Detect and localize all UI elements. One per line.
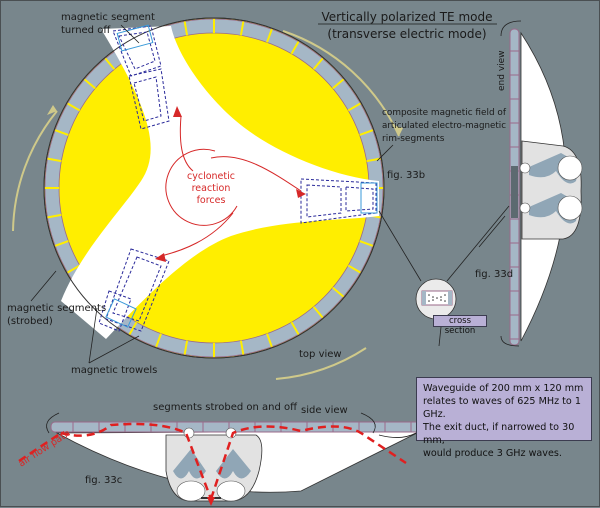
segment-right-highlight <box>360 182 378 214</box>
segment-bottom-highlight <box>105 298 137 328</box>
cyclonetic-force-curves <box>160 115 302 257</box>
cyclonetic-label-1: cyclonetic <box>187 171 235 182</box>
rim-divider <box>54 240 69 247</box>
rotation-arrow-left <box>12 110 58 232</box>
end-view-craft <box>478 20 583 347</box>
air-flow-path <box>18 422 407 500</box>
leader-composite <box>376 144 394 162</box>
rim-divider <box>183 340 189 355</box>
rim-divider <box>47 213 62 219</box>
rim-divider <box>47 157 62 163</box>
figure-33b: fig. 33b <box>387 170 425 181</box>
label-strobed-1: magnetic segments <box>7 303 106 314</box>
leader-trowel-2 <box>88 335 140 364</box>
rim-divider <box>83 78 96 90</box>
rotation-arrowhead-top <box>393 125 403 136</box>
info-line-2: relates to waves of 625 MHz to 1 GHz. <box>423 396 581 420</box>
cyclonetic-label-2: reaction <box>192 183 231 194</box>
rim-divider <box>290 41 300 55</box>
magnetic-field-bottom <box>98 248 170 332</box>
title-main: Vertically polarized TE mode <box>322 10 493 24</box>
info-line-3: The exit duct, if narrowed to 30 mm, <box>423 422 575 446</box>
label-segments-strobed: segments strobed on and off <box>153 402 298 413</box>
leader-trowel-1 <box>88 307 98 364</box>
info-line-4: would produce 3 GHz waves. <box>423 448 562 459</box>
cross-section-detail <box>378 205 510 347</box>
force-arrow-right <box>296 189 306 198</box>
segment-off-highlight <box>116 24 154 52</box>
label-composite-3: rim-segments <box>382 134 445 144</box>
label-end-view: end view <box>497 50 507 91</box>
air-flow-arrow <box>207 497 215 506</box>
rim-divider <box>290 321 300 335</box>
waveguide-info-box: Waveguide of 200 mm x 120 mm relates to … <box>416 377 592 459</box>
rim-divider <box>183 21 189 36</box>
rim-divider <box>128 321 138 335</box>
rim-divider <box>347 264 361 274</box>
info-line-1: Waveguide of 200 mm x 120 mm <box>423 383 584 394</box>
rim-divider <box>332 286 345 298</box>
side-view-craft <box>46 412 422 502</box>
rim-divider <box>155 333 162 348</box>
rim-divider <box>359 129 374 136</box>
leader-strobed <box>30 270 57 302</box>
cyclonetic-label-3: forces <box>197 195 226 206</box>
rim-divider <box>54 129 69 136</box>
label-composite-1: composite magnetic field of <box>382 108 507 118</box>
label-top-view: top view <box>299 349 342 360</box>
rim-divider <box>67 264 81 274</box>
top-view-disc: cyclonetic reaction forces <box>43 17 385 359</box>
rim-divider <box>104 57 116 70</box>
label-composite-2: articulated electro-magnetic <box>382 121 506 131</box>
label-side-view: side view <box>301 405 348 416</box>
rim-divider <box>67 102 81 112</box>
leader-segment-off <box>120 24 140 44</box>
rim-divider <box>332 78 345 90</box>
force-arrow-down <box>155 253 166 262</box>
label-segment-off-1: magnetic segment <box>61 12 155 23</box>
rim-divider <box>312 57 324 70</box>
force-arrow-up <box>173 106 182 117</box>
rim-divider <box>266 333 273 348</box>
cross-section-label: cross section <box>433 315 487 336</box>
label-strobed-2: (strobed) <box>7 316 53 327</box>
white-tri-region <box>61 26 379 339</box>
rim-divider <box>239 340 245 355</box>
title-sub: (transverse electric mode) <box>327 27 486 41</box>
rim-divider <box>359 240 374 247</box>
rotation-arrow-top <box>282 30 400 137</box>
label-air-flow: air flow path <box>17 428 73 470</box>
rim-divider <box>312 306 324 319</box>
rotation-arrowhead-left <box>47 105 57 115</box>
rim-divider <box>266 28 273 43</box>
label-segment-off-2: turned off <box>61 25 111 36</box>
figure-33c: fig. 33c <box>85 475 122 486</box>
figure-33d: fig. 33d <box>475 269 513 280</box>
end-view-gap <box>511 166 518 218</box>
rim-divider <box>239 21 245 36</box>
rotation-arrow-bottom <box>275 347 367 380</box>
rim-divider <box>366 157 381 163</box>
rim-divider <box>347 102 361 112</box>
label-trowels: magnetic trowels <box>71 365 157 376</box>
